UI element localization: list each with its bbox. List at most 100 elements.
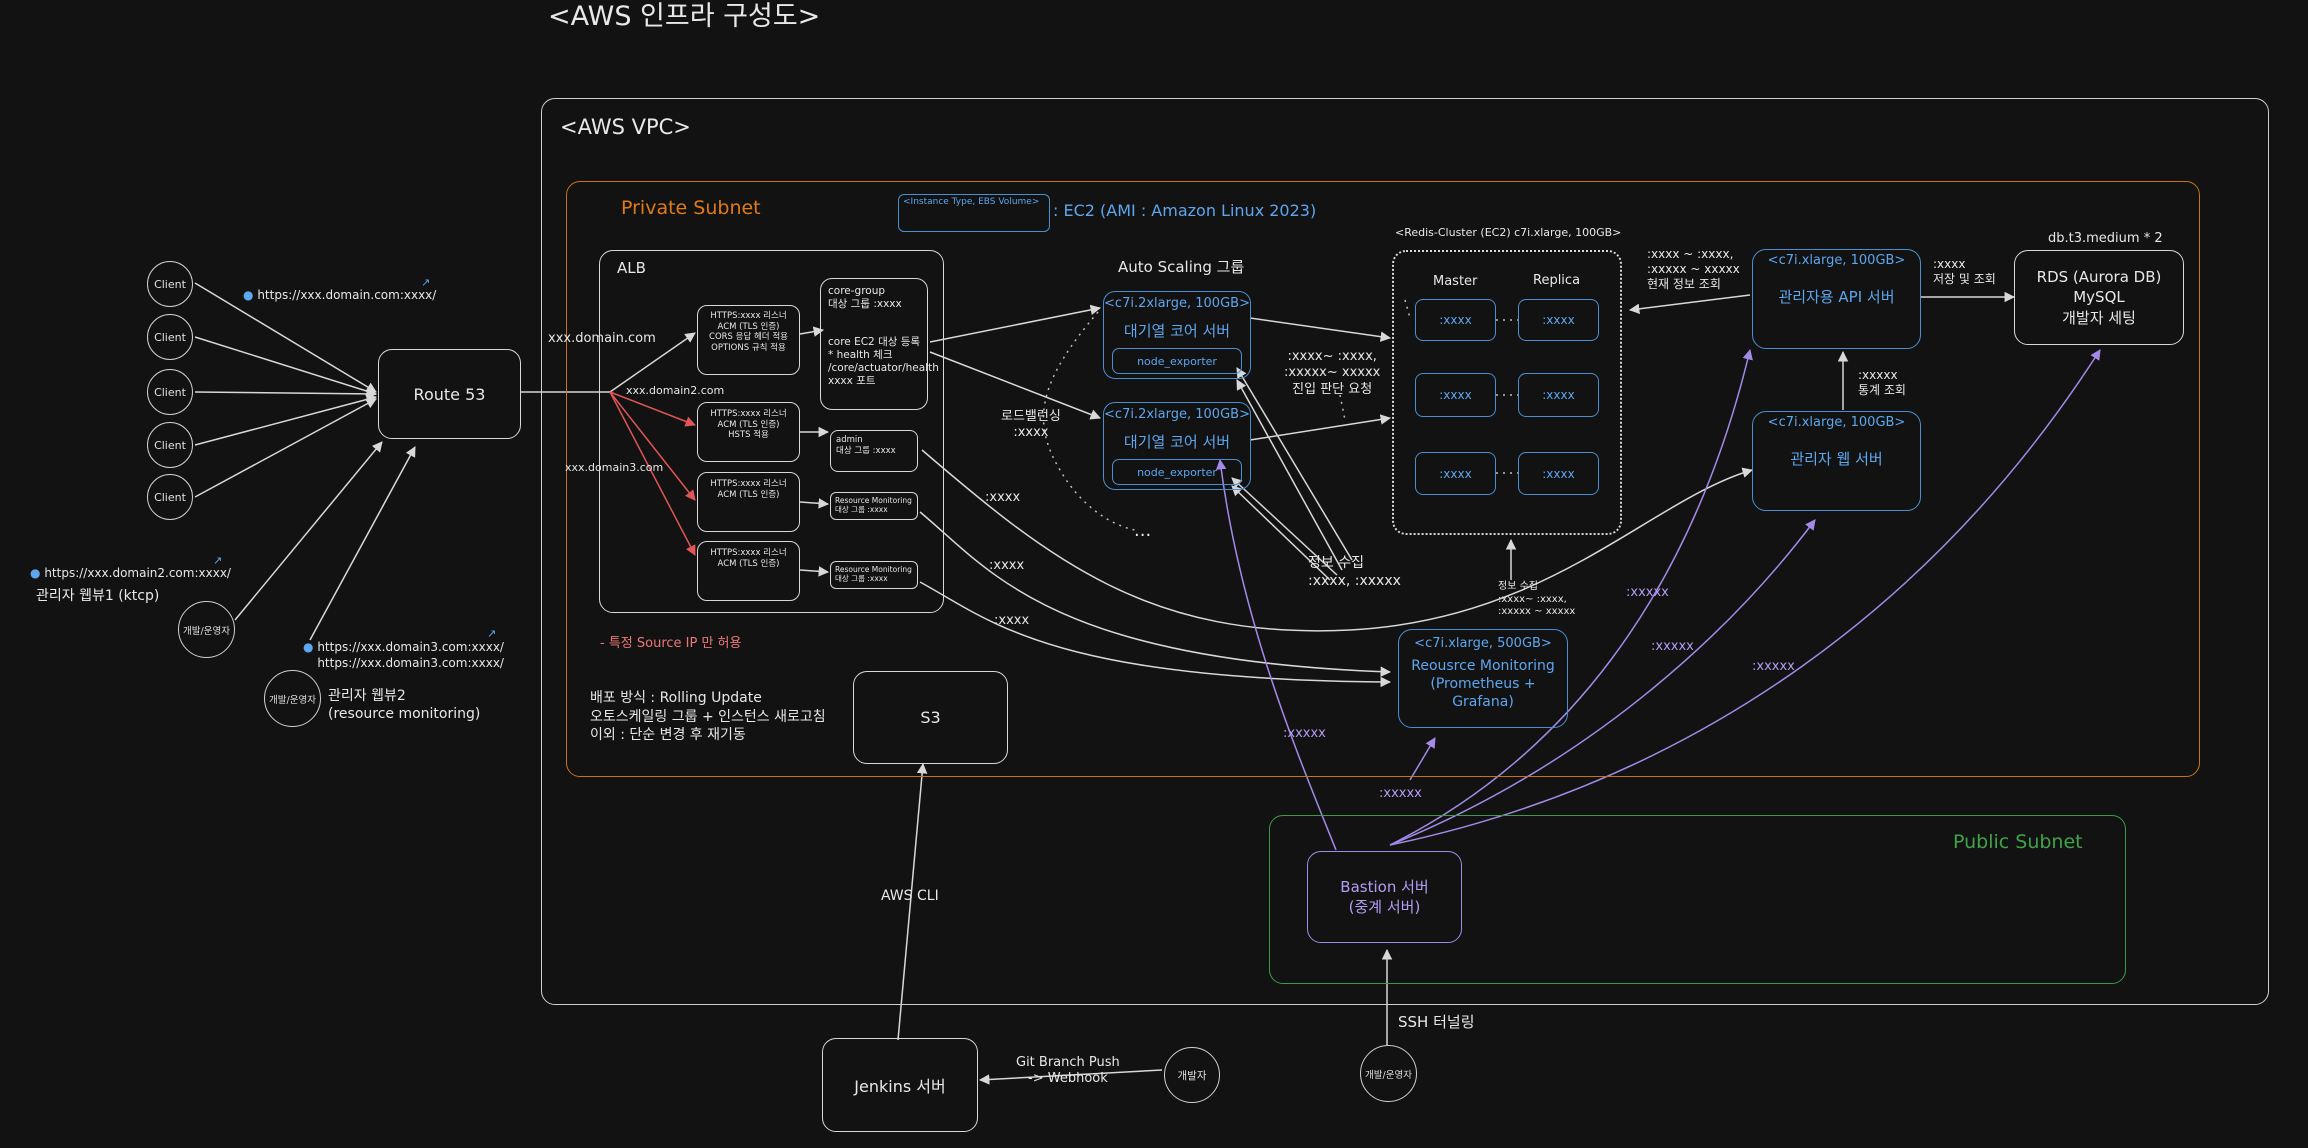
admin-view2-url[interactable]: https://xxx.domain3.com:xxxx/ https://xx… (317, 640, 504, 670)
listener-2-text: HTTPS:xxxx 리스너 ACM (TLS 인증) HSTS 적용 (710, 409, 787, 441)
bastion-port-mon: :xxxxx (1379, 786, 1422, 801)
domain2-label: xxx.domain2.com (626, 384, 725, 397)
redis-label: <Redis-Cluster (EC2) c7i.xlarge, 100GB> (1395, 226, 1622, 239)
target-group-rm2[interactable]: Resource Monitoring 대상 그룹 :xxxx (830, 561, 918, 589)
target-group-core[interactable]: core-group 대상 그룹 :xxxx core EC2 대상 등록 * … (820, 278, 939, 410)
edge-mon-core1b (1236, 379, 1343, 571)
rds-type: db.t3.medium * 2 (2048, 231, 2163, 246)
client-node[interactable]: Client (147, 369, 193, 415)
source-ip-note: - 특정 Source IP 만 허용 (600, 636, 742, 651)
core-server-2[interactable]: <c7i.2xlarge, 100GB> 대기열 코어 서버 node_expo… (1103, 402, 1251, 490)
redis-node[interactable]: :xxxx (1415, 373, 1496, 417)
client-url[interactable]: https://xxx.domain.com:xxxx/ (257, 288, 437, 302)
edge-client3-route53 (194, 388, 378, 400)
redis-admin-query: :xxxx ~ :xxxx, :xxxxx ~ xxxxx 현재 정보 조회 (1647, 247, 1740, 291)
redis-dot1 (1404, 299, 1411, 319)
edge-dev-jenkins (978, 1069, 1163, 1085)
domain3-label: xxx.domain3.com (565, 461, 664, 474)
admin-web-name: 관리자 웹 서버 (1790, 450, 1883, 468)
ssh-tunnel-label: SSH 터널링 (1398, 1013, 1475, 1031)
target-group-rm1[interactable]: Resource Monitoring 대상 그룹 :xxxx (830, 492, 918, 520)
public-subnet-label: Public Subnet (1953, 831, 2083, 853)
target-group-admin-text: admin 대상 그룹 :xxxx (836, 435, 896, 456)
target-group-rm2-text: Resource Monitoring 대상 그룹 :xxxx (835, 565, 912, 584)
route53-box[interactable]: Route 53 (378, 349, 521, 439)
core-server-2-name: 대기열 코어 서버 (1123, 433, 1231, 451)
redis-node[interactable]: :xxxx (1518, 299, 1599, 341)
legend-text: : EC2 (AMI : Amazon Linux 2023) (1053, 201, 1317, 220)
admin-api-server[interactable]: <c7i.xlarge, 100GB> 관리자용 API 서버 (1752, 249, 1921, 349)
redis-node[interactable]: :xxxx (1415, 299, 1496, 341)
core-server-1-name: 대기열 코어 서버 (1123, 322, 1231, 340)
admin-view1-label: 관리자 웹뷰1 (ktcp) (36, 588, 160, 604)
admin-web-stats-label: :xxxxx 통계 조회 (1858, 368, 1906, 397)
node-exporter-1[interactable]: node_exporter (1112, 348, 1242, 374)
redis-node[interactable]: :xxxx (1518, 452, 1599, 495)
listener-1-text: HTTPS:xxxx 리스너 ACM (TLS 인증) CORS 응답 헤더 적… (709, 311, 788, 353)
listener-2[interactable]: HTTPS:xxxx 리스너 ACM (TLS 인증) HSTS 적용 (697, 402, 800, 462)
target-group-admin[interactable]: admin 대상 그룹 :xxxx (830, 430, 918, 472)
edge-l4-rm (799, 566, 830, 577)
port-label-3: :xxxx (994, 613, 1030, 628)
external-link-icon[interactable]: ↗ (487, 627, 497, 640)
client-node[interactable]: Client (147, 474, 193, 520)
edge-l1-core (799, 326, 825, 337)
edge-mon-core2b (1231, 485, 1331, 581)
redis-cluster (1392, 250, 1622, 535)
bastion-server[interactable]: Bastion 서버 (중계 서버) (1307, 851, 1462, 943)
edge-tg-core1 (929, 304, 1102, 343)
monitoring-name: Reousrce Monitoring (Prometheus + Grafan… (1411, 658, 1555, 711)
admin-api-name: 관리자용 API 서버 (1778, 288, 1895, 306)
domain1-label: xxx.domain.com (548, 331, 656, 346)
core-server-1[interactable]: <c7i.2xlarge, 100GB> 대기열 코어 서버 node_expo… (1103, 291, 1251, 379)
client-node[interactable]: Client (147, 314, 193, 360)
s3-box[interactable]: S3 (853, 671, 1008, 764)
edge-route53-listener2 (609, 391, 696, 427)
target-group-core-text: core-group 대상 그룹 :xxxx core EC2 대상 등록 * … (828, 285, 939, 387)
listener-3-text: HTTPS:xxxx 리스너 ACM (TLS 인증) (710, 479, 787, 500)
public-subnet (1269, 815, 2126, 984)
client-node[interactable]: Client (147, 261, 193, 307)
deploy-note: 배포 방식 : Rolling Update 오토스케일링 그룹 + 인스턴스 … (590, 690, 826, 744)
port-label-2: :xxxx (989, 558, 1025, 573)
jenkins-box[interactable]: Jenkins 서버 (822, 1038, 978, 1132)
globe-icon: ● (30, 566, 41, 580)
core-server-2-type: <c7i.2xlarge, 100GB> (1104, 407, 1250, 422)
edge-bastion-web (1389, 519, 1816, 846)
edge-l3-rm (799, 498, 830, 509)
ops-user-avatar[interactable]: 개발/운영자 (264, 670, 321, 727)
rds-box[interactable]: RDS (Aurora DB) MySQL 개발자 세팅 (2014, 250, 2184, 345)
redis-node[interactable]: :xxxx (1518, 373, 1599, 417)
edge-client1-route53 (194, 282, 377, 393)
admin-web-server[interactable]: <c7i.xlarge, 100GB> 관리자 웹 서버 (1752, 411, 1921, 511)
more-servers-ellipsis: ... (1134, 520, 1152, 541)
admin-api-type: <c7i.xlarge, 100GB> (1767, 253, 1906, 268)
edge-rm2-mon (919, 581, 1392, 688)
redis-node[interactable]: :xxxx (1415, 452, 1496, 495)
redis-entry-label: :xxxx~ :xxxx, :xxxxx~ xxxxx 진입 판단 요청 (1284, 349, 1381, 397)
client-node[interactable]: Client (147, 422, 193, 468)
ops-user-avatar[interactable]: 개발/운영자 (1360, 1045, 1417, 1102)
ops-user-avatar[interactable]: 개발/운영자 (178, 601, 235, 658)
autoscaling-label: Auto Scaling 그룹 (1118, 258, 1245, 276)
admin-view1-url-row: ● https://xxx.domain2.com:xxxx/ (30, 566, 231, 581)
legend-badge: <Instance Type, EBS Volume> (903, 197, 1040, 207)
admin-view1-url[interactable]: https://xxx.domain2.com:xxxx/ (44, 566, 231, 580)
developer-avatar[interactable]: 개발자 (1164, 1047, 1220, 1103)
edge-mon-core1a (1236, 367, 1353, 561)
bastion-name: Bastion 서버 (중계 서버) (1340, 877, 1429, 916)
edge-mon-core2a (1231, 477, 1338, 576)
listener-4[interactable]: HTTPS:xxxx 리스너 ACM (TLS 인증) (697, 541, 800, 601)
edge-tg-core2 (929, 351, 1101, 420)
redis-node-port: :xxxx (1439, 313, 1472, 327)
node-exporter-2-label: node_exporter (1137, 465, 1217, 479)
edge-core2-redis (1249, 414, 1392, 441)
external-link-icon[interactable]: ↗ (213, 554, 223, 567)
external-link-icon[interactable]: ↗ (421, 276, 431, 289)
monitoring-server[interactable]: <c7i.xlarge, 500GB> Reousrce Monitoring … (1398, 629, 1568, 728)
listener-1[interactable]: HTTPS:xxxx 리스너 ACM (TLS 인증) CORS 응답 헤더 적… (697, 305, 800, 375)
monitoring-type: <c7i.xlarge, 500GB> (1414, 636, 1552, 651)
edge-client2-route53 (194, 336, 378, 397)
listener-3[interactable]: HTTPS:xxxx 리스너 ACM (TLS 인증) (697, 472, 800, 532)
node-exporter-2[interactable]: node_exporter (1112, 459, 1242, 485)
